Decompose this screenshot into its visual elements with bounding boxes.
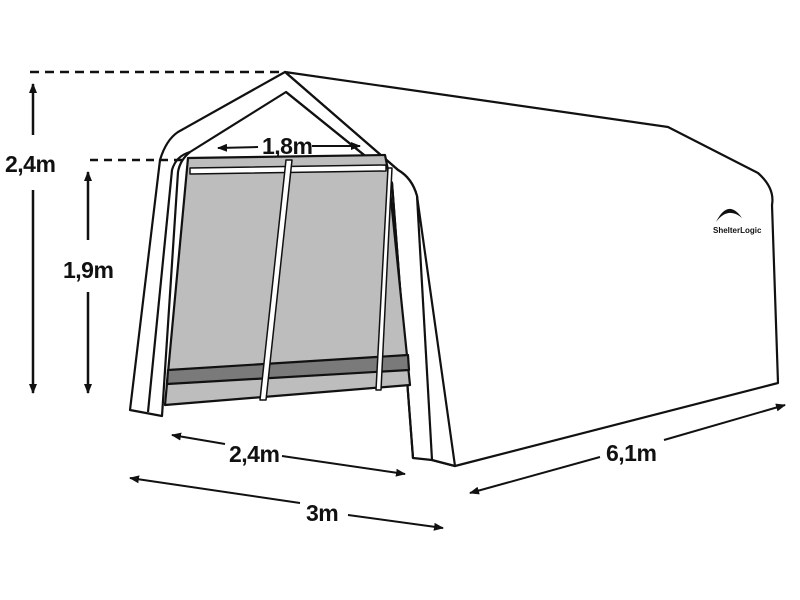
svg-text:ShelterLogic: ShelterLogic <box>713 226 762 235</box>
dimension-length: 6,1m <box>469 403 786 495</box>
label-length: 6,1m <box>606 440 656 466</box>
door-pole-center <box>259 159 293 401</box>
shelterlogic-logo: ShelterLogic <box>713 208 762 235</box>
label-door-top-width: 1,8m <box>262 133 312 159</box>
front-arch-frame <box>128 70 457 468</box>
dimension-door-height: 1,9m <box>63 158 185 394</box>
door-pole-right <box>375 167 393 391</box>
label-total-height: 2,4m <box>5 151 55 177</box>
dimension-total-height: 2,4m <box>5 70 280 394</box>
door-panel <box>163 153 412 407</box>
dimension-total-width: 3m <box>129 475 444 531</box>
label-total-width: 3m <box>306 500 338 526</box>
door-stripe <box>165 353 411 386</box>
label-door-bottom-width: 2,4m <box>229 441 279 467</box>
dimension-door-top-width: 1,8m <box>217 133 361 159</box>
label-door-height: 1,9m <box>63 257 113 283</box>
dimension-door-bottom-width: 2,4m <box>171 432 406 477</box>
tent-illustration <box>128 70 780 468</box>
